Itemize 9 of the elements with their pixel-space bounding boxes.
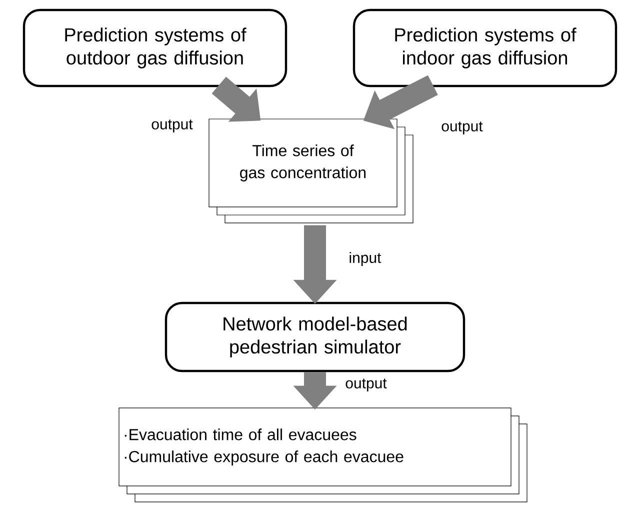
edge-label: input (348, 251, 382, 267)
rounded-box: Prediction systems of outdoor gas diffusion (22, 8, 288, 88)
edge-label: output (440, 120, 484, 136)
edge-label: output (150, 118, 194, 134)
document-stack: Time series of gas concentration (208, 118, 414, 224)
edge-label: output (344, 378, 388, 392)
rounded-box: Network model-based pedestrian simulator (164, 302, 466, 372)
rounded-box: Prediction systems of indoor gas diffusion (352, 8, 618, 88)
document-stack: ·Evacuation time of all evacuees ·Cumulative exposure of each evacuee (118, 408, 528, 502)
